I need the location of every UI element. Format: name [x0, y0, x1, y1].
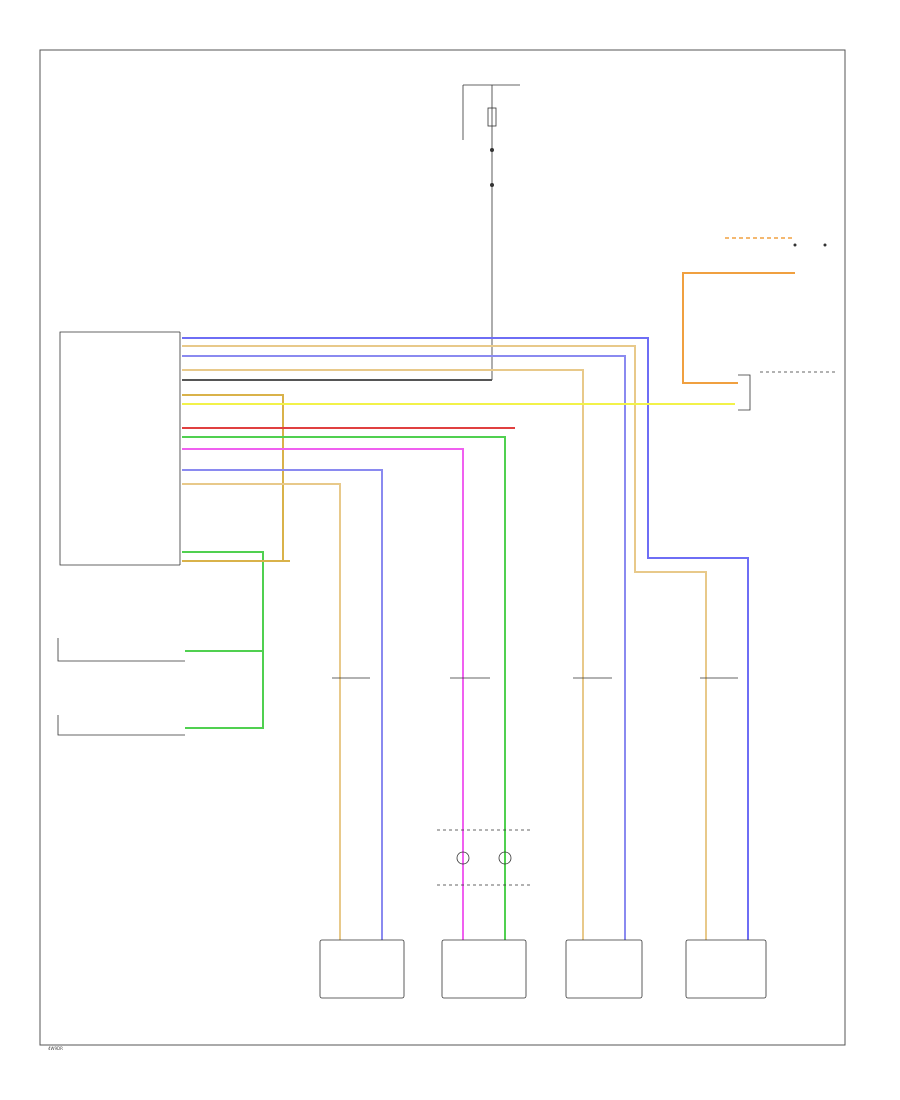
left-sub-modules	[57, 638, 185, 736]
coil-icon	[498, 851, 512, 865]
coil-icon	[456, 851, 470, 865]
driver-airbag-box	[441, 939, 527, 999]
footer-code: 4W9DR	[48, 1046, 63, 1051]
connector-pin-icon	[490, 183, 494, 187]
passenger-seat-module-box	[565, 939, 643, 999]
bottom-modules	[319, 939, 767, 999]
airbag-control-module	[59, 331, 181, 566]
wire-violet	[182, 469, 383, 940]
diagram-frame	[39, 49, 846, 1046]
wire-tan-3	[182, 483, 341, 940]
fuse-icon	[487, 107, 497, 127]
module-wires	[182, 337, 749, 940]
passenger-airbag-box	[319, 939, 405, 999]
wire-green	[182, 436, 506, 940]
driver-seat-module-box	[685, 939, 767, 999]
ground-icon	[823, 243, 827, 247]
wire-gold	[182, 394, 284, 560]
wire-green-bus	[182, 551, 264, 729]
fuse-block-feed	[462, 84, 520, 380]
wire-orange	[682, 272, 795, 384]
wire-tan	[182, 345, 707, 940]
wire-light-blue	[182, 355, 626, 940]
ground-icon	[793, 243, 797, 247]
wire-tan-2	[182, 369, 584, 940]
connector-pin-icon	[490, 148, 494, 152]
clock-spring	[437, 829, 530, 886]
seat-belt-switch	[682, 237, 835, 411]
wire-pink	[182, 448, 464, 940]
wire-blue	[182, 337, 749, 940]
